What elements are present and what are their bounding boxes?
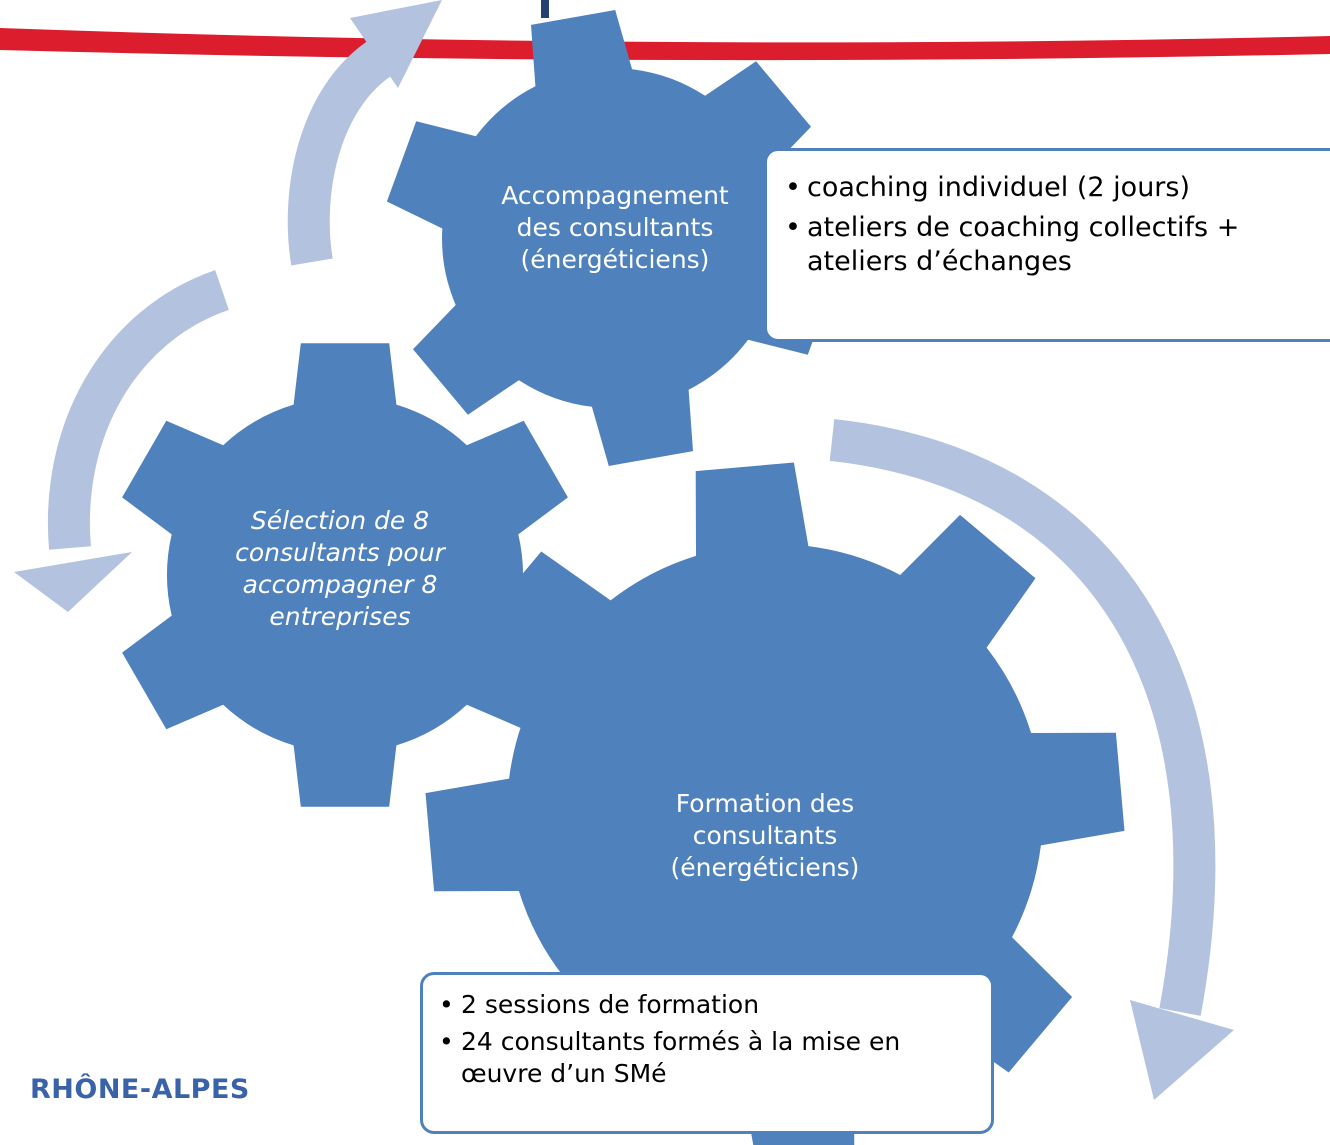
callout-list: coaching individuel (2 jours) ateliers d…: [785, 171, 1321, 278]
gear-left: [122, 343, 568, 807]
gear-left-label-line: accompagner 8: [242, 570, 438, 599]
cycle-arrow-left: [47, 270, 230, 550]
callout-item: ateliers de coaching collectifs + atelie…: [785, 211, 1321, 279]
callout-list: 2 sessions de formation 24 consultants f…: [439, 989, 971, 1089]
callout-item: 24 consultants formés à la mise en œuvre…: [439, 1026, 971, 1089]
gear-left-label: Sélection de 8 consultants pour accompag…: [190, 505, 490, 633]
gear-top-label: Accompagnement des consultants (énergéti…: [470, 180, 760, 276]
gear-top-label-line: des consultants: [516, 213, 714, 242]
gear-left-shape: [122, 343, 568, 807]
gear-top-shape: [386, 10, 838, 466]
cycle-arrow-top-head: [350, 0, 442, 88]
cycle-arrow-top: [287, 33, 401, 266]
gear-left-label-line: Sélection de 8: [250, 506, 430, 535]
callout-accompagnement: coaching individuel (2 jours) ateliers d…: [764, 148, 1330, 342]
header-band: [0, 28, 1330, 61]
cycle-arrow-right: [829, 419, 1216, 1016]
header-divider: [541, 0, 549, 18]
gear-top: [386, 10, 838, 466]
gear-left-label-line: consultants pour: [235, 538, 445, 567]
cycle-arrow-right-head: [1130, 1000, 1234, 1100]
gear-bottom-label-line: (énergéticiens): [670, 853, 860, 882]
gear-top-label-line: Accompagnement: [501, 181, 729, 210]
callout-formation: 2 sessions de formation 24 consultants f…: [420, 972, 994, 1134]
callout-item: 2 sessions de formation: [439, 989, 971, 1021]
region-label: RHÔNE-ALPES: [30, 1074, 250, 1105]
gear-bottom-label: Formation des consultants (énergéticiens…: [600, 788, 930, 884]
cycle-arrow-left-head: [14, 552, 132, 612]
gear-top-label-line: (énergéticiens): [520, 245, 710, 274]
gear-bottom-label-line: Formation des consultants: [675, 789, 855, 850]
gear-left-label-line: entreprises: [269, 602, 411, 631]
callout-item: coaching individuel (2 jours): [785, 171, 1321, 205]
